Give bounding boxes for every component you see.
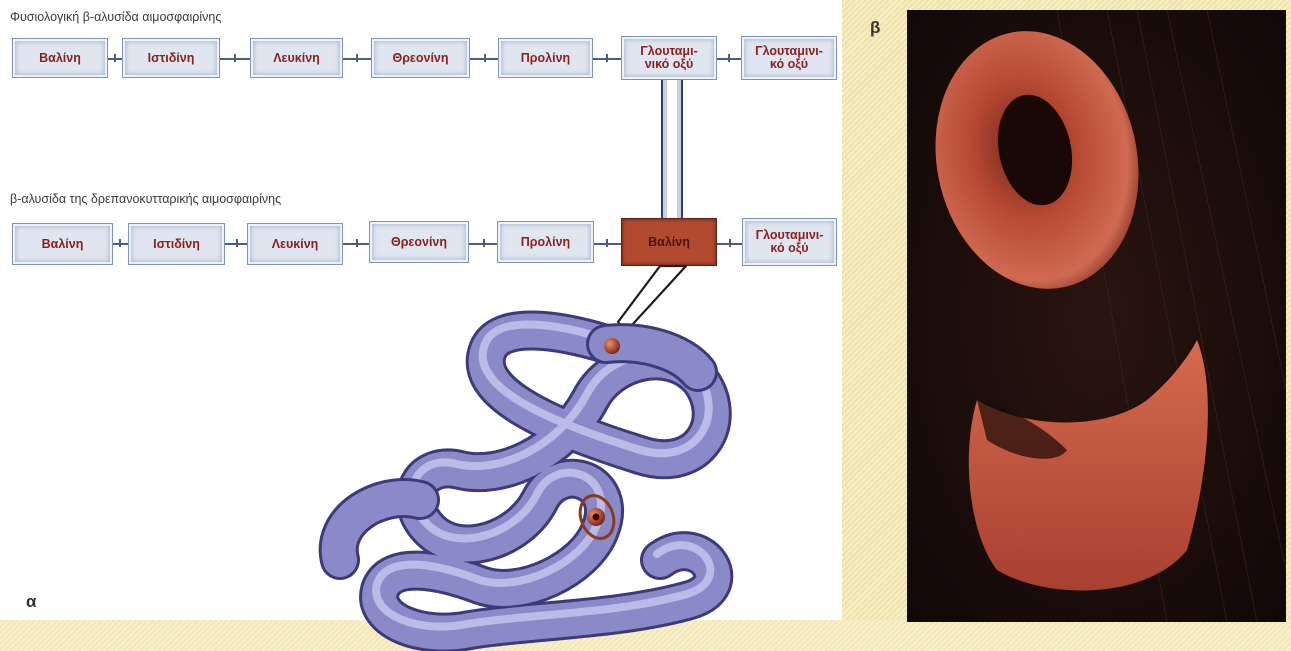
mutation-illustration [0,0,842,651]
substitution-arrow [662,80,682,218]
panel-label-b: β [870,18,880,38]
mutation-site-marker [604,338,620,354]
panel-label-a: α [26,592,36,612]
red-blood-cells-micrograph [907,10,1286,622]
beta-chain-protein-model [339,324,714,632]
